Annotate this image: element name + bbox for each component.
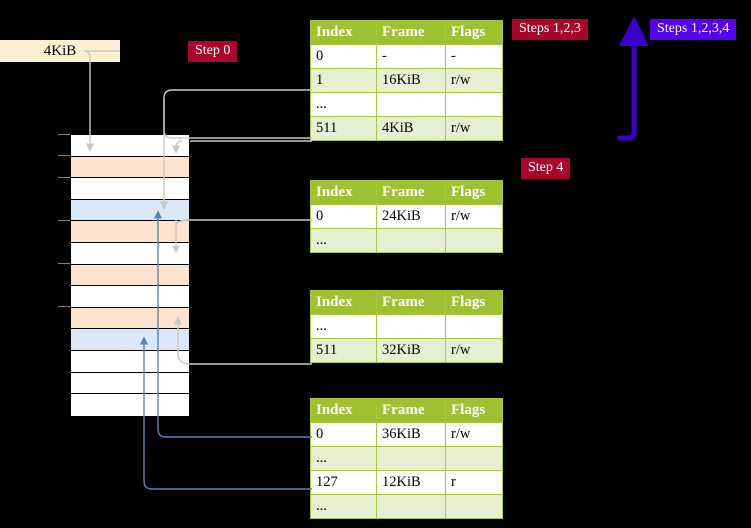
- cell-frame: [376, 494, 446, 519]
- memory-tick: [58, 220, 70, 221]
- cell-flags: [445, 494, 503, 519]
- memory-row: [71, 242, 189, 265]
- table-header-row: Index Frame Flags: [310, 20, 503, 45]
- cell-flags: r/w: [445, 68, 503, 93]
- memory-row: [71, 350, 189, 373]
- memory-row: [71, 156, 189, 179]
- table-row[interactable]: ...: [310, 314, 503, 339]
- table-header-row: Index Frame Flags: [310, 180, 503, 205]
- steps-123-badge: Steps 1,2,3: [512, 19, 588, 40]
- cell-index: 1: [310, 68, 377, 93]
- cell-frame: 16KiB: [376, 68, 446, 93]
- connector-pml4-to-memory: [163, 89, 312, 139]
- column-header-frame: Frame: [376, 20, 446, 45]
- cell-flags: [445, 446, 503, 471]
- memory-row: [71, 286, 189, 308]
- cell-flags: r/w: [445, 338, 503, 363]
- memory-row: [71, 135, 189, 157]
- steps-1234-badge: Steps 1,2,3,4: [650, 19, 737, 40]
- memory-tick: [58, 177, 70, 178]
- cell-index: 127: [310, 470, 377, 495]
- table-row[interactable]: ...: [310, 494, 503, 519]
- cell-index: 0: [310, 422, 377, 447]
- memory-tick: [58, 134, 70, 135]
- table-row[interactable]: 0 - -: [310, 44, 503, 69]
- cell-flags: -: [445, 44, 503, 69]
- cell-index: ...: [310, 92, 377, 117]
- pdp-table: Index Frame Flags 0 24KiB r/w ...: [310, 180, 503, 253]
- cell-index: ...: [310, 314, 377, 339]
- cell-index: 0: [310, 204, 377, 229]
- cell-frame: 36KiB: [376, 422, 446, 447]
- step-4-badge: Step 4: [521, 158, 571, 179]
- cell-flags: [445, 228, 503, 253]
- column-header-index: Index: [310, 290, 377, 315]
- cell-flags: [445, 314, 503, 339]
- table-row[interactable]: 0 36KiB r/w: [310, 422, 503, 447]
- cell-frame: 4KiB: [376, 116, 446, 141]
- table-row[interactable]: ...: [310, 228, 503, 253]
- cell-flags: r/w: [445, 116, 503, 141]
- cell-frame: [376, 446, 446, 471]
- cell-flags: [445, 92, 503, 117]
- cell-index: ...: [310, 494, 377, 519]
- table-row[interactable]: 1 16KiB r/w: [310, 68, 503, 93]
- cell-frame: 24KiB: [376, 204, 446, 229]
- column-header-flags: Flags: [445, 290, 503, 315]
- connector-pd-to-memory: [173, 316, 312, 365]
- memory-row: [71, 178, 189, 200]
- memory-tick: [58, 263, 70, 264]
- cell-frame: [376, 92, 446, 117]
- cell-index: 511: [310, 116, 377, 141]
- table-row[interactable]: ...: [310, 92, 503, 117]
- steps-bracket-arrow: [617, 16, 649, 141]
- memory-size-label: 4KiB: [0, 40, 120, 62]
- column-header-frame: Frame: [376, 180, 446, 205]
- memory-row: [71, 329, 189, 351]
- column-header-flags: Flags: [445, 20, 503, 45]
- table-row-highlighted[interactable]: 511 4KiB r/w: [310, 116, 503, 141]
- column-header-index: Index: [310, 20, 377, 45]
- column-header-index: Index: [310, 398, 377, 423]
- cell-index: 511: [310, 338, 377, 363]
- column-header-frame: Frame: [376, 398, 446, 423]
- step-0-badge: Step 0: [188, 41, 238, 62]
- column-header-flags: Flags: [445, 180, 503, 205]
- pt-table: Index Frame Flags 0 36KiB r/w ... 127 12…: [310, 398, 503, 519]
- table-row[interactable]: 0 24KiB r/w: [310, 204, 503, 229]
- cell-frame: [376, 314, 446, 339]
- column-header-frame: Frame: [376, 290, 446, 315]
- pml4-table: Index Frame Flags 0 - - 1 16KiB r/w ...: [310, 20, 503, 141]
- memory-row: [71, 264, 189, 287]
- memory-tick: [58, 306, 70, 307]
- cell-flags: r/w: [445, 422, 503, 447]
- cell-frame: [376, 228, 446, 253]
- cell-index: ...: [310, 228, 377, 253]
- cell-flags: r: [445, 470, 503, 495]
- physical-memory-column: [70, 134, 190, 416]
- cell-index: ...: [310, 446, 377, 471]
- cell-index: 0: [310, 44, 377, 69]
- cell-frame: 12KiB: [376, 470, 446, 495]
- memory-row: [71, 199, 189, 222]
- memory-row: [71, 221, 189, 243]
- pd-table: Index Frame Flags ... 511 32KiB r/w: [310, 290, 503, 363]
- cell-flags: r/w: [445, 204, 503, 229]
- table-row[interactable]: 127 12KiB r: [310, 470, 503, 495]
- table-header-row: Index Frame Flags: [310, 398, 503, 423]
- table-row[interactable]: 511 32KiB r/w: [310, 338, 503, 363]
- column-header-index: Index: [310, 180, 377, 205]
- table-row[interactable]: ...: [310, 446, 503, 471]
- memory-row: [71, 394, 189, 416]
- memory-row: [71, 307, 189, 330]
- cell-frame: 32KiB: [376, 338, 446, 363]
- memory-tick: [58, 155, 70, 156]
- column-header-flags: Flags: [445, 398, 503, 423]
- memory-row: [71, 372, 189, 395]
- table-header-row: Index Frame Flags: [310, 290, 503, 315]
- cell-frame: -: [376, 44, 446, 69]
